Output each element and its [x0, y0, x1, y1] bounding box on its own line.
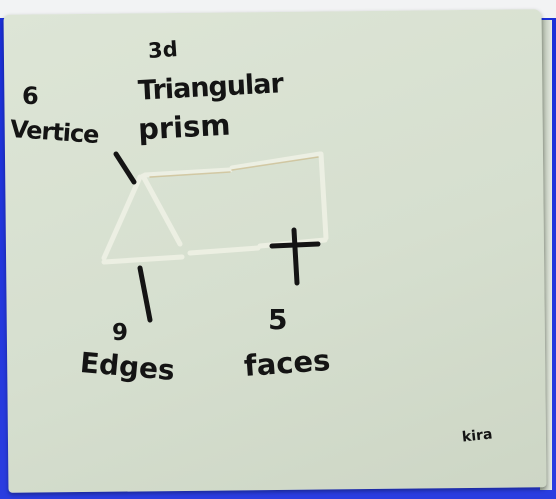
- rect-bottom-stick: [187, 245, 261, 256]
- triangle-face: [101, 173, 185, 265]
- rect-top-stick-2: [229, 151, 323, 171]
- vertex-pointer-line: [113, 151, 137, 185]
- label-3d: 3d: [147, 36, 179, 64]
- signature: kira: [461, 426, 494, 446]
- edge-pointer-line: [137, 265, 153, 323]
- triangle-left-stick: [101, 174, 143, 261]
- face-pointer-horizontal: [269, 241, 321, 249]
- label-vertices-count: 6: [22, 82, 39, 110]
- triangle-right-stick: [140, 173, 183, 247]
- pointer-lines: [113, 151, 321, 323]
- rect-top-stick: [142, 167, 233, 178]
- rect-right-stick: [318, 151, 329, 241]
- label-prism: prism: [137, 107, 232, 147]
- label-faces: faces: [242, 343, 332, 383]
- label-faces-count: 5: [268, 303, 288, 336]
- label-edges-count: 9: [112, 320, 129, 346]
- face-pointer-vertical: [291, 227, 300, 286]
- triangle-base-stick: [101, 254, 185, 265]
